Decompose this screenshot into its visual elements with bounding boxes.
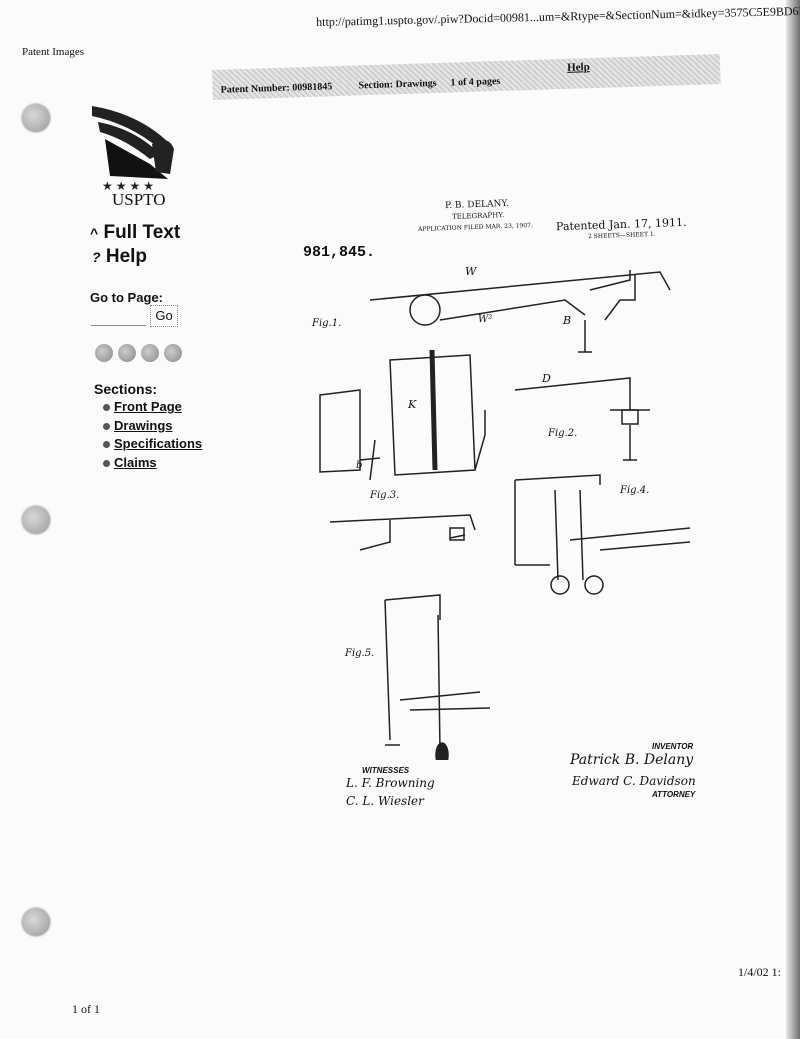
patent-subject: TELEGRAPHY. — [451, 211, 505, 221]
bullet-icon — [103, 422, 110, 430]
filed-date: APPLICATION FILED MAR. 23, 1907. — [417, 221, 533, 234]
goto-page-input[interactable] — [91, 308, 146, 326]
letter-label: B — [563, 314, 572, 327]
inventor-heading: P. B. DELANY. — [444, 198, 510, 212]
page-nav-buttons — [95, 344, 187, 367]
print-header-title: Patent Images — [22, 46, 85, 58]
letter-label: K — [408, 398, 417, 411]
section-name: Section: Drawings — [358, 77, 437, 92]
sections-list: Front Page Drawings Specifications Claim… — [103, 398, 202, 472]
sections-label: Sections: — [94, 381, 158, 397]
page-count: 1 of 4 pages — [450, 75, 501, 89]
witnesses-label: WITNESSES — [362, 766, 410, 775]
go-button[interactable]: Go — [150, 305, 178, 327]
bullet-icon — [103, 459, 110, 467]
letter-label: W — [465, 265, 477, 278]
witness-signature: L. F. Browning — [346, 776, 435, 790]
footer-date: 1/4/02 1: — [738, 965, 782, 979]
letter-label: W² — [478, 314, 493, 325]
letter-label: D — [542, 372, 551, 385]
inventor-signature: Patrick B. Delany — [570, 752, 694, 768]
full-text-link[interactable]: ^ Full Text — [90, 222, 181, 243]
goto-page-label: Go to Page: — [90, 290, 163, 305]
patent-schematic — [319, 270, 691, 760]
patented-date: Patented Jan. 17, 1911. — [555, 215, 687, 234]
help-nav-link[interactable]: ? Help — [92, 246, 148, 267]
fig-label: Fig.2. — [548, 428, 578, 439]
attorney-label: ATTORNEY — [652, 790, 696, 799]
fig-label: Fig.1. — [312, 318, 342, 329]
patent-number-drawing: 981,845. — [303, 244, 376, 261]
fig-label: Fig.3. — [370, 490, 400, 501]
bullet-icon — [103, 441, 110, 448]
next-page-icon[interactable] — [141, 344, 159, 362]
inventor-label: INVENTOR — [652, 742, 694, 751]
section-link-drawings[interactable]: Drawings — [114, 417, 173, 433]
witness-signature: C. L. Wiesler — [346, 794, 424, 808]
caret-up-icon: ^ — [90, 225, 99, 241]
print-header-url: http://patimg1.uspto.gov/.piw?Docid=0098… — [316, 3, 800, 29]
svg-text:★ ★ ★ ★: ★ ★ ★ ★ — [102, 179, 154, 193]
fig-label: Fig.4. — [620, 485, 650, 496]
bullet-icon — [103, 404, 110, 411]
uspto-logo[interactable]: ★ ★ ★ ★ USPTO — [90, 104, 185, 212]
wire-w — [369, 271, 671, 301]
patent-number: Patent Number: 00981845 — [220, 81, 333, 96]
binder-hole — [22, 104, 50, 132]
section-link-claims[interactable]: Claims — [114, 454, 157, 470]
logo-text: USPTO — [112, 190, 166, 209]
binder-hole — [22, 908, 50, 936]
prev-page-icon[interactable] — [118, 344, 136, 362]
footer-page-count: 1 of 1 — [72, 1002, 100, 1016]
section-link-front-page[interactable]: Front Page — [114, 399, 182, 414]
question-icon: ? — [92, 249, 101, 265]
attorney-signature: Edward C. Davidson — [572, 774, 696, 788]
eagle-icon: ★ ★ ★ ★ — [92, 106, 174, 193]
help-link[interactable]: Help — [566, 61, 590, 74]
sheet-number: 2 SHEETS—SHEET 1. — [587, 230, 656, 241]
scan-edge — [786, 0, 800, 1039]
section-link-specifications[interactable]: Specifications — [114, 436, 203, 451]
patent-toolbar: Patent Number: 00981845 Section: Drawing… — [212, 54, 721, 100]
fig-label: Fig.5. — [345, 648, 375, 659]
binder-hole — [22, 506, 50, 534]
last-page-icon[interactable] — [164, 344, 182, 362]
first-page-icon[interactable] — [95, 344, 113, 362]
letter-label: b — [356, 460, 363, 471]
